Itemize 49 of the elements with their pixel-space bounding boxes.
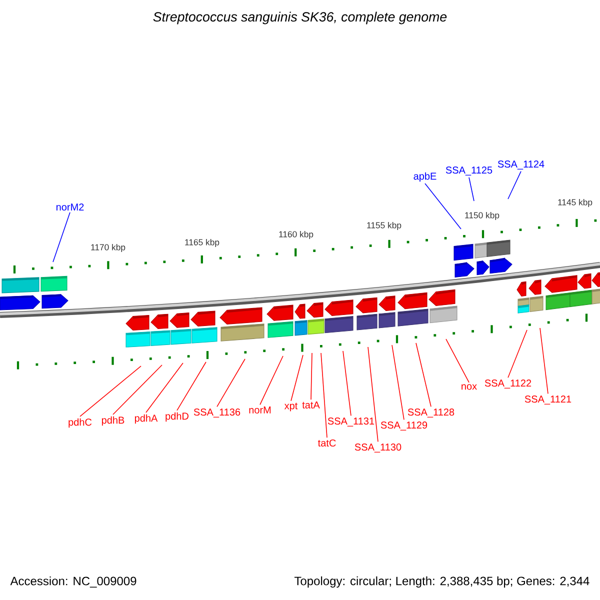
gene-label: SSA_1131 [328,418,374,426]
leader-line [80,366,142,417]
gene-label: norM [249,406,271,414]
gene-label: pdhB [102,416,124,426]
leader-line [392,344,404,420]
leader-line [320,352,328,438]
footer-text: Topology: circular; Length: 2,388,435 bp; Genes: 2,344 [294,576,590,588]
leader-line [508,170,522,200]
gene-label: SSA_1130 [354,444,402,452]
leader-line [290,354,304,402]
gene-label: SSA_1122 [484,380,532,388]
gene-label: apbE [414,172,436,182]
scale-label: 1165 kbp [185,238,220,248]
scale-label: 1170 kbp [91,244,126,252]
leader-line [52,212,70,262]
leader-line [468,176,474,202]
gene-label: SSA_1136 [194,408,240,418]
leader-line [342,350,352,416]
gene-label: SSA_1125 [446,166,492,176]
leader-line [146,362,184,413]
leader-line [310,352,312,400]
leader-line [540,328,548,394]
gene-label: xpt [284,402,298,412]
scale-label: 1145 kbp [558,198,592,208]
scale-label: 1160 kbp [279,230,314,240]
scale-label: 1150 kbp [465,212,500,220]
leader-line [416,342,432,408]
leader-line [424,183,462,230]
leader-line [446,338,470,383]
gene-label: pdhC [68,418,92,428]
scale-label: 1155 kbp [367,222,402,230]
gene-label: SSA_1128 [408,408,454,418]
gene-label: tatC [318,439,336,447]
leader-line [112,364,162,415]
gene-label: tatA [302,402,320,408]
gene-label: pdhA [134,414,158,424]
gene-label: SSA_1129 [380,422,428,430]
leader-line [176,362,206,411]
gene-label: nox [462,384,477,390]
gene-label: pdhD [166,412,188,422]
leader-line [368,346,378,442]
gene-label: norM2 [56,203,84,211]
title: Streptococcus sanguinis SK36, complete genome [153,12,447,24]
gene-label: SSA_1121 [524,396,572,404]
leader-line [216,358,246,408]
gene-label: SSA_1124 [498,160,544,170]
leader-line [260,356,284,406]
leader-line [508,330,528,378]
footer-text: Accession: NC_009009 [10,576,136,588]
